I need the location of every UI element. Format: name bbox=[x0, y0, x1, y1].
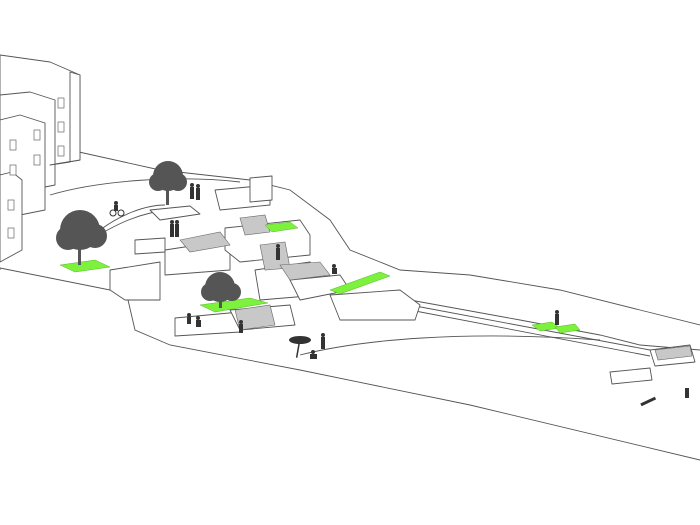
tree-icon bbox=[149, 161, 187, 205]
person-icon bbox=[640, 396, 657, 407]
person-icon bbox=[276, 244, 280, 260]
apartment-buildings bbox=[0, 54, 81, 263]
person-icon bbox=[321, 333, 325, 349]
person-icon bbox=[187, 313, 191, 324]
person-icon bbox=[175, 220, 179, 237]
person-icon bbox=[555, 310, 559, 325]
lawn-curve bbox=[49, 178, 601, 356]
ground-back-edge bbox=[69, 149, 700, 326]
person-icon bbox=[239, 320, 243, 333]
ground-mid-edge bbox=[409, 299, 700, 351]
person-icon bbox=[332, 264, 337, 274]
green-lawn-6 bbox=[554, 323, 581, 334]
person-icon bbox=[196, 184, 200, 200]
person-icon bbox=[170, 220, 174, 237]
green-lawn-1 bbox=[59, 259, 111, 273]
stairs bbox=[179, 214, 693, 361]
person-icon bbox=[190, 183, 194, 199]
person-icon bbox=[310, 350, 317, 359]
umbrella-icon bbox=[289, 336, 311, 358]
cyclist-icon bbox=[109, 201, 125, 217]
terrace-blocks bbox=[109, 175, 696, 385]
long-walkway bbox=[409, 304, 651, 357]
green-lawn-4 bbox=[329, 271, 391, 295]
tree-icon bbox=[56, 210, 107, 265]
person-icon bbox=[196, 316, 201, 327]
tree-icon bbox=[201, 272, 241, 308]
person-icon bbox=[685, 388, 689, 398]
green-lawn-3 bbox=[264, 221, 299, 233]
people bbox=[109, 183, 689, 407]
